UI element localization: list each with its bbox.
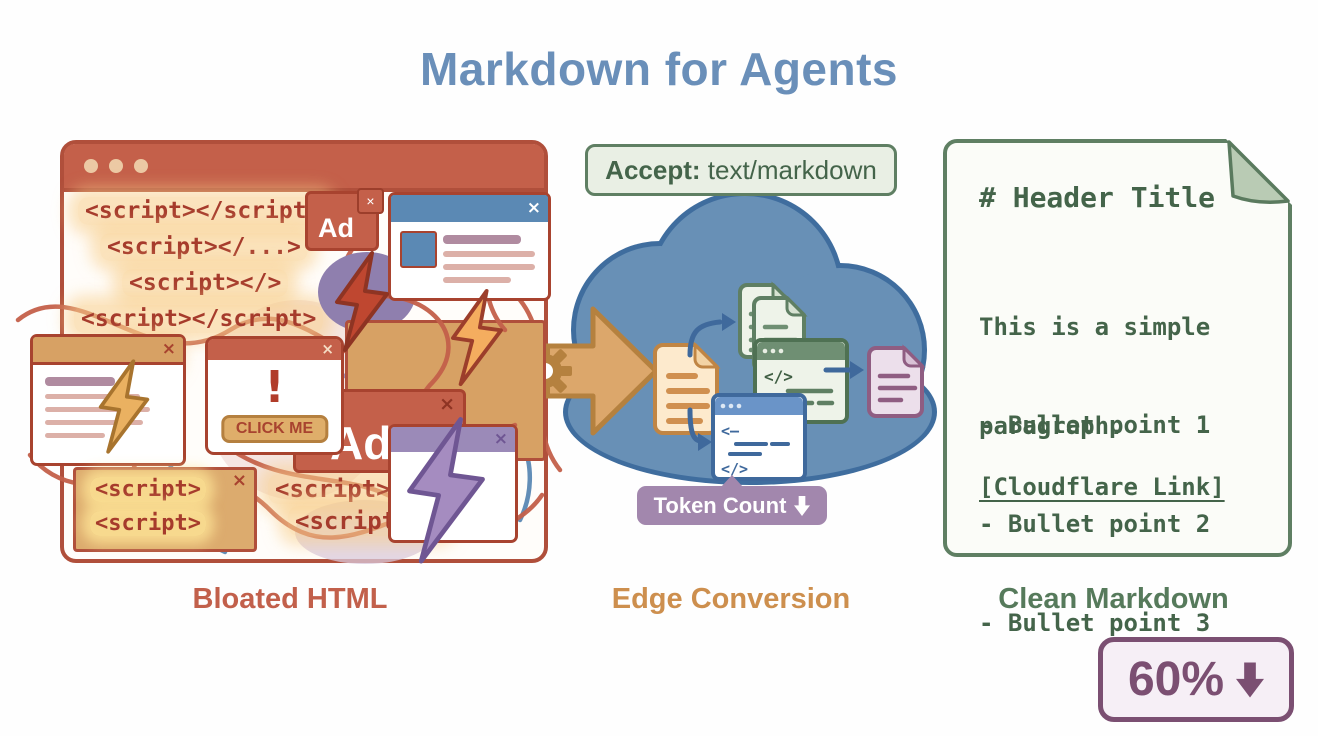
cloudflare-link[interactable]: [Cloudflare Link] (979, 473, 1225, 501)
badge-notch (721, 475, 743, 487)
window-dot-icon (109, 159, 123, 173)
bloated-html-label: Bloated HTML (192, 583, 388, 615)
markdown-bullets: - Bullet point 1 - Bullet point 2 - Bull… (979, 343, 1210, 706)
script-tag-text: <script> (90, 477, 206, 502)
clean-markdown-label: Clean Markdown (998, 583, 1229, 615)
paragraph-line: This is a simple (979, 313, 1211, 341)
page-title: Markdown for Agents (419, 43, 899, 95)
bullet-item: - Bullet point 3 (979, 609, 1211, 637)
down-arrow-icon (1236, 662, 1265, 697)
markdown-paragraph: This is a simple paragraph. (979, 245, 1210, 509)
html-document-icon (653, 341, 721, 435)
text-line (45, 433, 105, 438)
text-line (45, 420, 143, 425)
text-line (443, 264, 535, 270)
script-tag-text: <script></script> (78, 197, 328, 225)
text-line (45, 407, 150, 412)
down-arrow-icon (794, 495, 811, 516)
alert-popup: × ! CLICK ME (205, 336, 344, 455)
bullet-item: - Bullet point 1 (979, 411, 1211, 439)
code-glyph: </> (721, 460, 748, 478)
text-line (443, 251, 535, 257)
reduction-value: 60% (1127, 653, 1225, 706)
popup-titlebar: × (208, 339, 341, 360)
close-icon[interactable]: × (439, 393, 455, 415)
script-tag-text: <script></script> (74, 305, 324, 333)
code-glyph: <— (721, 422, 740, 440)
close-icon[interactable]: × (321, 340, 334, 358)
popup-window-tan: × (30, 334, 186, 466)
token-count-label: Token Count (653, 492, 787, 518)
script-tag-text: <script></...> (100, 233, 308, 261)
text-line (443, 277, 511, 283)
lightning-bolt-icon (335, 251, 389, 352)
code-glyph: </> (764, 367, 793, 386)
popup-titlebar: × (391, 195, 548, 222)
token-reduction-badge: 60% (1098, 637, 1294, 722)
clean-markdown-document: # Header Title This is a simple paragrap… (943, 139, 1292, 637)
close-icon[interactable]: × (526, 198, 541, 218)
lightning-bolt-icon (98, 359, 150, 454)
folded-corner-icon (1226, 139, 1292, 205)
token-count-badge: Token Count (637, 475, 827, 525)
accept-header-value: text/markdown (700, 154, 877, 185)
accept-header-key: Accept: (605, 154, 701, 185)
script-tag-text: <script></> (122, 269, 289, 297)
close-icon[interactable]: × (231, 470, 247, 491)
lightning-bolt-icon (451, 288, 503, 387)
script-tag-text: <script> (268, 474, 398, 504)
script-tag-text: <script> (90, 511, 206, 536)
browser-titlebar (64, 144, 544, 192)
markdown-result-icon (867, 344, 926, 418)
image-placeholder (400, 231, 437, 268)
script-ad-box: × <script> <script> (73, 467, 257, 552)
window-dot-icon (84, 159, 98, 173)
markdown-header: # Header Title (979, 181, 1216, 214)
accept-header-badge: Accept: text/markdown (585, 144, 897, 196)
lightning-bolt-icon (407, 417, 485, 564)
ad-banner: Ad × (305, 188, 384, 251)
close-icon[interactable]: × (493, 429, 508, 449)
flow-arrowheads (698, 313, 864, 451)
window-dot-icon (134, 159, 148, 173)
blue-code-window-icon: <— </> (711, 393, 807, 481)
text-line (443, 235, 521, 244)
bullet-item: - Bullet point 2 (979, 510, 1211, 538)
close-icon[interactable]: × (357, 188, 384, 214)
popup-titlebar: × (33, 337, 183, 365)
paragraph-line: paragraph. (979, 412, 1124, 440)
text-line (45, 377, 115, 386)
close-icon[interactable]: × (161, 339, 176, 359)
popup-window-blue: × (388, 192, 551, 301)
exclamation-icon: ! (264, 362, 285, 413)
click-me-button[interactable]: CLICK ME (220, 415, 329, 443)
edge-conversion-label: Edge Conversion (611, 583, 851, 615)
text-line (45, 394, 140, 399)
ad-label: Ad (318, 213, 354, 243)
